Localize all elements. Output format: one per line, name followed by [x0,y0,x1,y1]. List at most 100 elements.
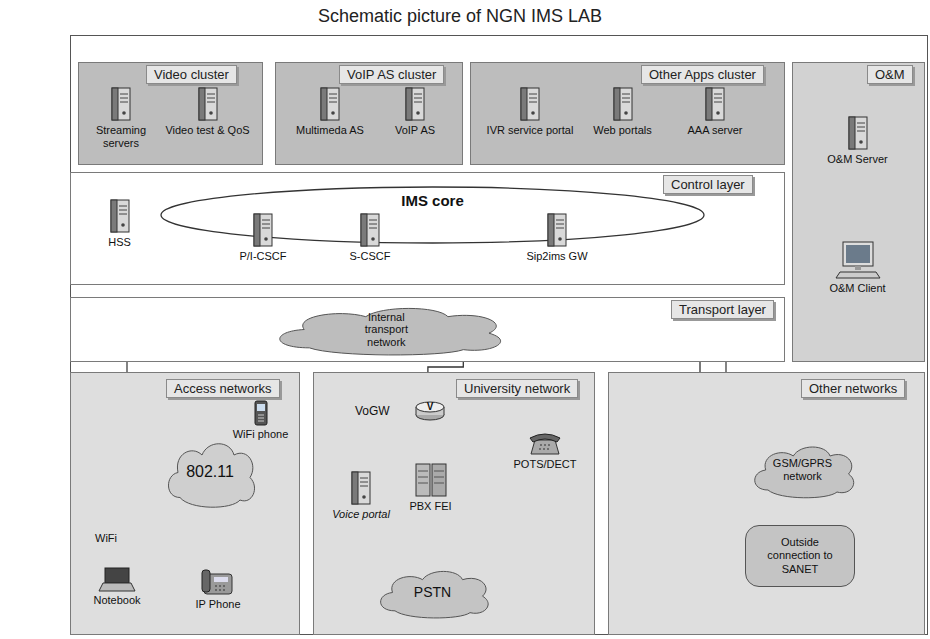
srv-icon [317,86,343,122]
device-node: WiFi phone [228,400,293,441]
icon-part [214,577,228,582]
icon-part [418,471,444,483]
icon-part [414,94,422,102]
icon-part [614,88,620,120]
cloud-shape [168,444,254,507]
router-letter: V [415,401,445,413]
device-label: IVR service portal [487,124,574,137]
icon-part [112,88,130,120]
icon-part [121,223,125,227]
device-label: Notebook [93,594,140,607]
gateway-label: VoGW [355,404,390,418]
device-node: O&M Client [805,240,910,295]
icon-part [622,94,630,102]
icon-part [706,88,724,120]
icon-part [855,266,861,270]
device-node: S-CSCF [335,212,405,263]
core-ellipse: IMS core [160,186,705,244]
icon-part [264,237,268,241]
srv-icon [544,212,570,248]
core-label: IMS core [160,192,705,209]
icon-part [199,88,205,120]
network-cloud: GSM/GPRS network [745,440,860,500]
device-label: O&M Client [829,282,885,295]
icon-part [614,88,632,120]
device-node: HSS [92,198,147,249]
device-node: AAA server [675,86,755,137]
cloud-shape [381,571,489,618]
device-node: PBX FEI [398,462,463,513]
device-label: O&M Server [827,153,888,166]
network-cloud: 802.11 [160,435,260,510]
phone-icon [254,400,268,426]
device-node: O&M Server [805,115,910,166]
panel-header: Control layer [663,175,753,194]
pbx-icon [415,462,447,498]
panel-header: Transport layer [671,300,774,319]
laptop-icon [99,568,135,592]
panel-header: Video cluster [146,65,237,84]
icon-part [716,111,720,115]
device-label: Web portals [593,124,652,137]
device-node: Voice portal [330,470,392,521]
icon-part [361,214,379,246]
icon-part [432,464,446,496]
icon-part [329,94,337,102]
device-label: Video test & QoS [165,124,249,137]
icon-part [531,111,535,115]
icon-part [531,440,559,454]
connection-box: Outside connection to SANET [745,525,855,587]
srv-icon [348,470,374,506]
device-node: P/I-CSCF [228,212,298,263]
icon-part [352,472,358,504]
srv-icon [610,86,636,122]
router-wrap: V [415,400,445,422]
icon-part [254,214,260,246]
icon-part [369,220,377,228]
icon-part [548,214,554,246]
layer-panel: VoIP AS clusterMultimeda ASVoIP AS [275,62,463,165]
srv-icon [357,212,383,248]
layer-panel: Transport layerInternal transport networ… [70,297,785,362]
ellipse-line [161,187,704,243]
device-label: Streaming servers [82,124,160,149]
icon-part [362,495,366,499]
device-node: IP Phone [182,568,254,611]
device-label: WiFi phone [233,428,289,441]
device-label: IP Phone [195,598,240,611]
box-label: Outside connection to SANET [754,536,846,576]
icon-part [120,94,128,102]
srv-icon [517,86,543,122]
panel-header: Other Apps cluster [641,65,764,84]
srv-icon [845,115,871,151]
icon-part [521,88,527,120]
device-node: POTS/DECT [505,430,585,471]
icon-part [416,111,420,115]
icon-part [105,568,129,583]
icon-part [849,117,867,149]
panel-header: VoIP AS cluster [339,65,444,84]
free-label: WiFi [95,532,117,544]
layer-panel: Other Apps clusterIVR service portal Web … [470,62,785,165]
panel-header: O&M [867,65,913,84]
srv-icon [195,86,221,122]
icon-part [258,415,264,421]
cloud-label: 802.11 [186,463,234,481]
icon-part [548,214,566,246]
device-node: Streaming servers [82,86,160,149]
icon-part [706,88,712,120]
gateway-node: VoGW V [355,400,445,422]
icon-part [321,88,339,120]
icon-part [406,88,412,120]
device-label: VoIP AS [395,124,435,137]
icon-part [360,478,368,486]
device-label: AAA server [687,124,742,137]
layer-panel: University networkVoGWVVoice portalPBX F… [313,372,595,635]
device-label: POTS/DECT [514,458,577,471]
layer-panel: Control layerIMS coreHSSP/I-CSCFS-CSCFSi… [70,172,785,285]
ipphone-icon [202,568,234,596]
icon-part [849,117,855,149]
device-label: PBX FEI [409,500,451,513]
device-label: HSS [108,236,131,249]
icon-part [361,214,367,246]
